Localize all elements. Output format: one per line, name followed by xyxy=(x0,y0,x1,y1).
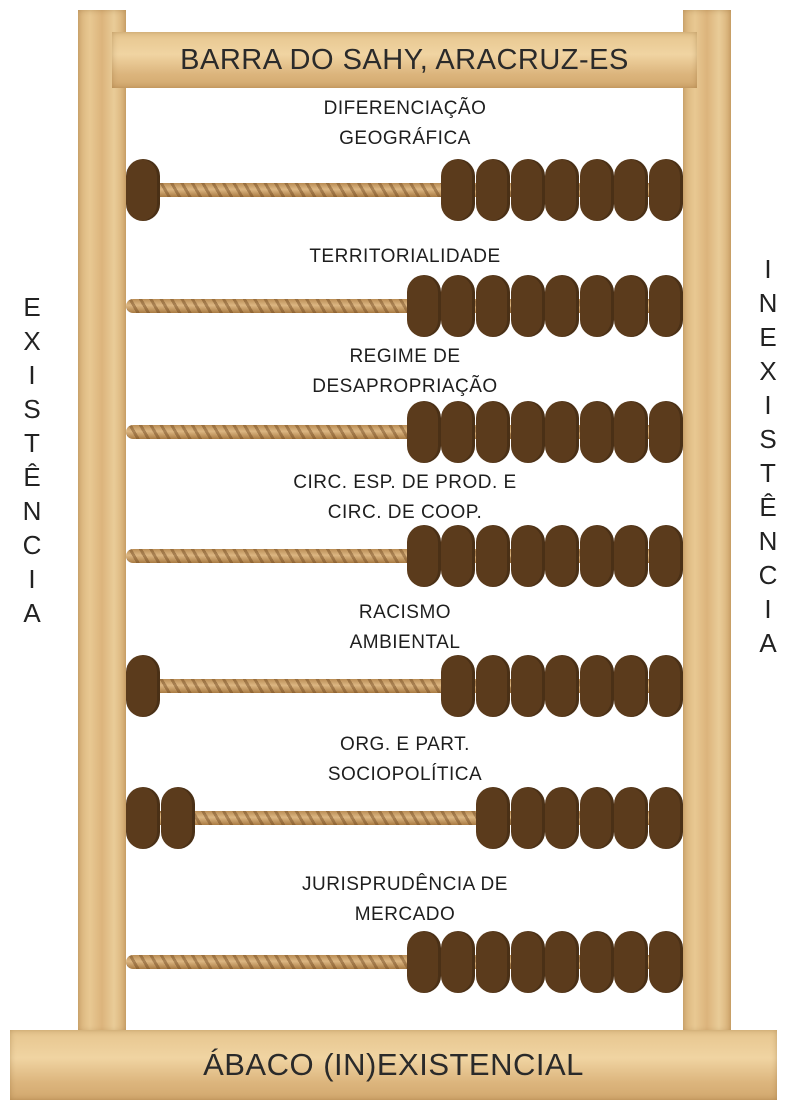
bead-right[interactable] xyxy=(407,525,441,587)
rod-label-line: ORG. E PART. xyxy=(195,730,615,760)
bead-right[interactable] xyxy=(545,931,579,993)
bead-right[interactable] xyxy=(614,931,648,993)
bead-right[interactable] xyxy=(441,159,475,221)
bead-right[interactable] xyxy=(580,525,614,587)
bead-right[interactable] xyxy=(580,401,614,463)
bead-right[interactable] xyxy=(441,275,475,337)
bead-right[interactable] xyxy=(649,401,683,463)
rod-label-line: CIRC. DE COOP. xyxy=(195,498,615,528)
bead-right[interactable] xyxy=(511,275,545,337)
bead-right[interactable] xyxy=(580,275,614,337)
inexistencia-side-label: I N E X I S T Ê N C I A xyxy=(748,252,787,660)
bead-right[interactable] xyxy=(407,931,441,993)
rod-label-line: REGIME DE xyxy=(195,342,615,372)
bead-right[interactable] xyxy=(476,931,510,993)
abacus-title: BARRA DO SAHY, ARACRUZ-ES xyxy=(180,44,629,77)
bead-right[interactable] xyxy=(511,655,545,717)
bead-right[interactable] xyxy=(649,787,683,849)
bead-right[interactable] xyxy=(545,159,579,221)
rod-label-line: CIRC. ESP. DE PROD. E xyxy=(195,468,615,498)
rod-label-line: JURISPRUDÊNCIA DE xyxy=(195,870,615,900)
rod-label-line: MERCADO xyxy=(195,900,615,930)
bead-right[interactable] xyxy=(511,401,545,463)
bead-right[interactable] xyxy=(580,159,614,221)
bead-right[interactable] xyxy=(649,525,683,587)
bead-right[interactable] xyxy=(511,159,545,221)
bead-right[interactable] xyxy=(545,655,579,717)
bead-right[interactable] xyxy=(545,275,579,337)
bead-right[interactable] xyxy=(614,275,648,337)
bead-right[interactable] xyxy=(476,401,510,463)
bead-right[interactable] xyxy=(614,159,648,221)
bead-right[interactable] xyxy=(614,525,648,587)
bead-right[interactable] xyxy=(614,401,648,463)
bead-right[interactable] xyxy=(649,931,683,993)
bead-right[interactable] xyxy=(441,401,475,463)
bead-right[interactable] xyxy=(476,525,510,587)
bead-right[interactable] xyxy=(407,275,441,337)
abacus-right-post xyxy=(683,10,731,1032)
bead-left[interactable] xyxy=(126,159,160,221)
bead-right[interactable] xyxy=(407,401,441,463)
bead-right[interactable] xyxy=(476,275,510,337)
bead-right[interactable] xyxy=(545,401,579,463)
rod-label-line: TERRITORIALIDADE xyxy=(195,242,615,272)
bead-right[interactable] xyxy=(545,787,579,849)
rod-label: ORG. E PART.SOCIOPOLÍTICA xyxy=(195,730,615,790)
rod-label-line: AMBIENTAL xyxy=(195,628,615,658)
rod-label-line: DIFERENCIAÇÃO xyxy=(195,94,615,124)
bead-right[interactable] xyxy=(649,275,683,337)
rod-label-line: GEOGRÁFICA xyxy=(195,124,615,154)
bead-right[interactable] xyxy=(614,787,648,849)
bead-left[interactable] xyxy=(161,787,195,849)
bead-right[interactable] xyxy=(614,655,648,717)
bead-right[interactable] xyxy=(545,525,579,587)
bead-right[interactable] xyxy=(580,655,614,717)
bead-right[interactable] xyxy=(476,159,510,221)
bead-right[interactable] xyxy=(441,931,475,993)
bead-right[interactable] xyxy=(476,655,510,717)
bead-left[interactable] xyxy=(126,655,160,717)
bead-right[interactable] xyxy=(511,931,545,993)
rod-label-line: RACISMO xyxy=(195,598,615,628)
abacus-top-bar: BARRA DO SAHY, ARACRUZ-ES xyxy=(112,32,697,88)
bead-right[interactable] xyxy=(441,525,475,587)
abacus-left-post xyxy=(78,10,126,1032)
bead-right[interactable] xyxy=(649,655,683,717)
existencia-side-label: E X I S T Ê N C I A xyxy=(12,290,52,630)
abacus-footer-title: ÁBACO (IN)EXISTENCIAL xyxy=(203,1047,584,1083)
rod-label: TERRITORIALIDADE xyxy=(195,242,615,272)
bead-right[interactable] xyxy=(580,787,614,849)
bead-left[interactable] xyxy=(126,787,160,849)
bead-right[interactable] xyxy=(441,655,475,717)
bead-right[interactable] xyxy=(511,787,545,849)
rod-label-line: DESAPROPRIAÇÃO xyxy=(195,372,615,402)
bead-right[interactable] xyxy=(511,525,545,587)
bead-right[interactable] xyxy=(649,159,683,221)
bead-right[interactable] xyxy=(580,931,614,993)
bead-right[interactable] xyxy=(476,787,510,849)
rod-label-line: SOCIOPOLÍTICA xyxy=(195,760,615,790)
abacus-base: ÁBACO (IN)EXISTENCIAL xyxy=(10,1030,777,1100)
